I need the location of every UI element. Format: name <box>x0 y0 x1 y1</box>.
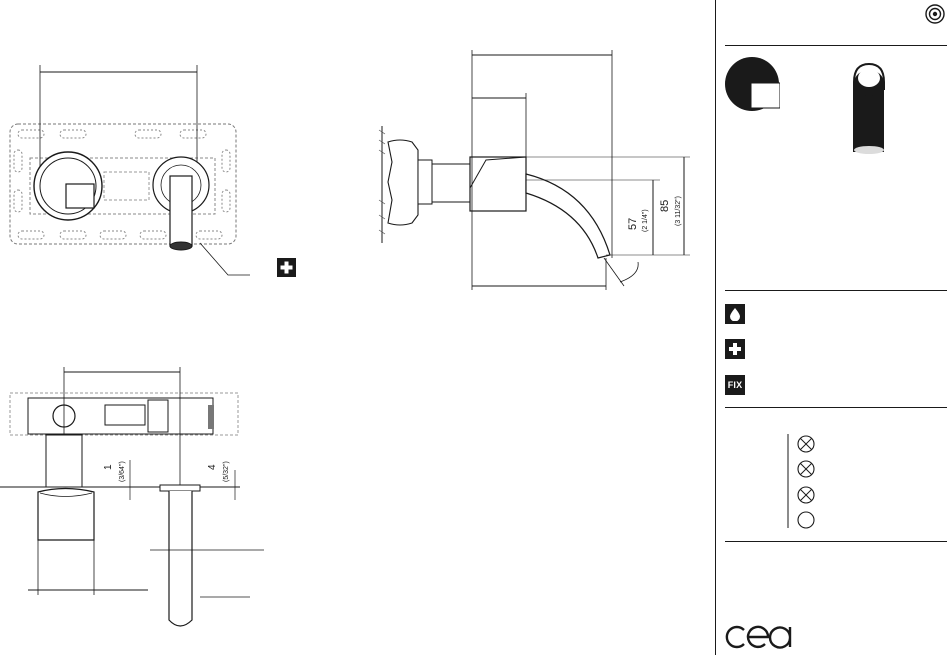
divider <box>725 45 947 46</box>
dim-1-label: 1 <box>103 464 114 470</box>
dim-85-inch-label: (3 11/32") <box>675 196 682 226</box>
dim-4-inch-label: (5/32") <box>223 461 230 482</box>
dim-85-label: 85 <box>659 200 671 212</box>
divider <box>725 541 947 542</box>
brand-logo <box>724 618 796 652</box>
info-panel: FIX cea <box>715 0 950 655</box>
dim-57-inch-label: (2 1/4") <box>642 209 649 232</box>
position-closed-1 <box>798 436 814 452</box>
top-view: 1 (3/64") 4 (5/32") <box>0 367 264 626</box>
spout-thumbnail <box>849 62 889 156</box>
fix-icon: FIX <box>725 375 745 395</box>
front-view <box>10 65 250 275</box>
dim-1-inch-label: (3/64") <box>119 461 126 482</box>
position-closed-3 <box>798 487 814 503</box>
dim-57-label: 57 <box>627 218 639 230</box>
water-drop-icon <box>725 304 745 324</box>
concentric-rings-icon <box>924 3 946 25</box>
valve-trim-thumbnail <box>725 57 780 112</box>
divider <box>725 290 947 291</box>
plus-symbol-icon <box>277 258 296 277</box>
position-closed-2 <box>798 461 814 477</box>
position-open <box>798 512 814 528</box>
valve-position-indicator <box>786 432 826 532</box>
technical-drawing: 57 (2 1/4") 85 (3 11/32") 1 <box>0 0 715 655</box>
divider <box>725 407 947 408</box>
dim-4-label: 4 <box>207 464 218 470</box>
side-view: 57 (2 1/4") 85 (3 11/32") <box>379 50 690 290</box>
plus-icon <box>725 339 745 359</box>
